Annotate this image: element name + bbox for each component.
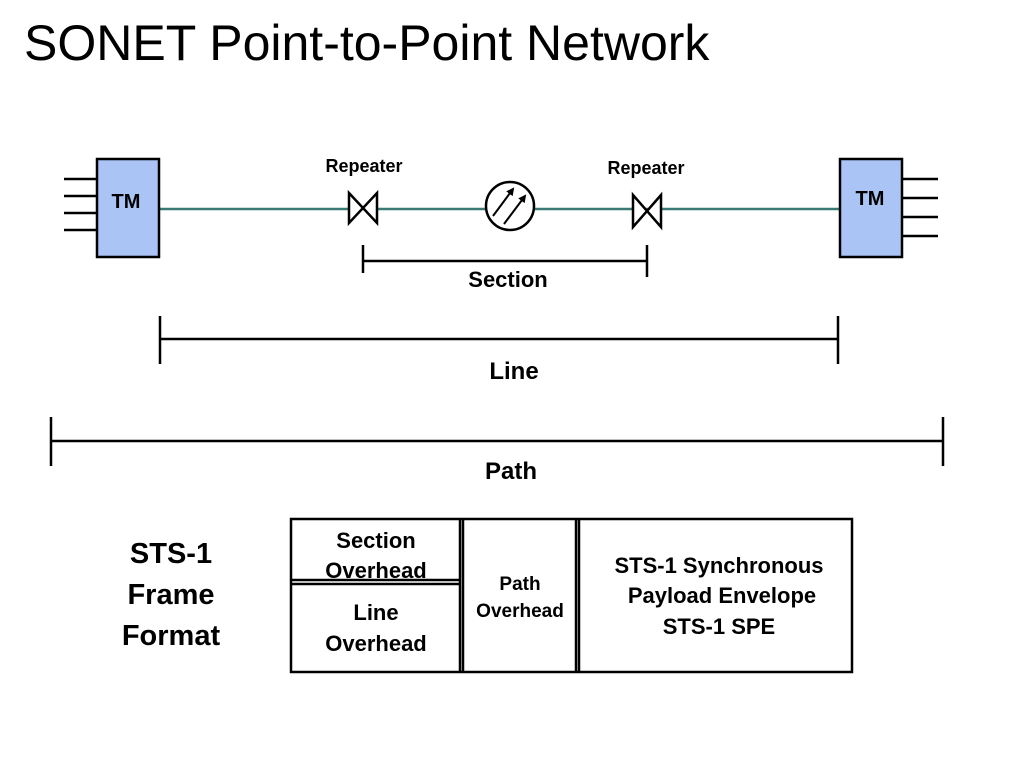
right-terminal-label: TM: [856, 188, 885, 210]
bowtie-icon: [631, 191, 663, 231]
slide-title: SONET Point-to-Point Network: [24, 15, 710, 71]
left-repeater[interactable]: Repeater: [325, 156, 403, 227]
line-overhead-line-2: Overhead: [325, 631, 427, 656]
line-span-label: Line: [489, 358, 538, 385]
path-overhead-line-2: Overhead: [476, 601, 564, 622]
right-tributary-lines: [902, 177, 938, 238]
frame-label-line-1: STS-1: [129, 538, 213, 570]
path-overhead-line-1: Path: [499, 574, 540, 595]
line-span: [158, 316, 840, 364]
section-overhead-line-2: Overhead: [325, 558, 427, 583]
line-overhead-line-1: Line: [353, 600, 398, 625]
section-overhead-cell: Section Overhead: [325, 528, 427, 583]
frame-label-line-2: Frame: [127, 579, 215, 611]
right-repeater-label: Repeater: [607, 158, 684, 178]
line-overhead-cell: Line Overhead: [325, 600, 427, 656]
path-span-label: Path: [485, 458, 537, 485]
left-terminal-label: TM: [112, 191, 141, 213]
sts1-frame-table: [289, 517, 854, 674]
spe-line-3: STS-1 SPE: [663, 614, 775, 639]
section-overhead-line-1: Section: [336, 528, 415, 553]
left-tributary-lines: [64, 177, 97, 232]
sts1-frame-format-label: STS-1 Frame Format: [100, 534, 242, 657]
left-terminal-multiplexer[interactable]: TM: [95, 157, 161, 259]
left-repeater-label: Repeater: [325, 156, 402, 176]
frame-label-line-3: Format: [121, 620, 221, 652]
spe-line-2: Payload Envelope: [628, 583, 816, 608]
path-overhead-cell: Path Overhead: [476, 574, 564, 622]
section-span-label: Section: [468, 267, 547, 292]
bowtie-icon: [347, 189, 379, 227]
right-repeater[interactable]: Repeater: [607, 158, 685, 231]
path-span: [49, 417, 945, 466]
spe-line-1: STS-1 Synchronous: [614, 553, 823, 578]
section-span: [361, 245, 649, 277]
diagonal-arrows-circle-icon[interactable]: [484, 180, 536, 232]
spe-cell: STS-1 Synchronous Payload Envelope STS-1…: [614, 553, 823, 639]
right-terminal-multiplexer[interactable]: TM: [838, 157, 904, 259]
